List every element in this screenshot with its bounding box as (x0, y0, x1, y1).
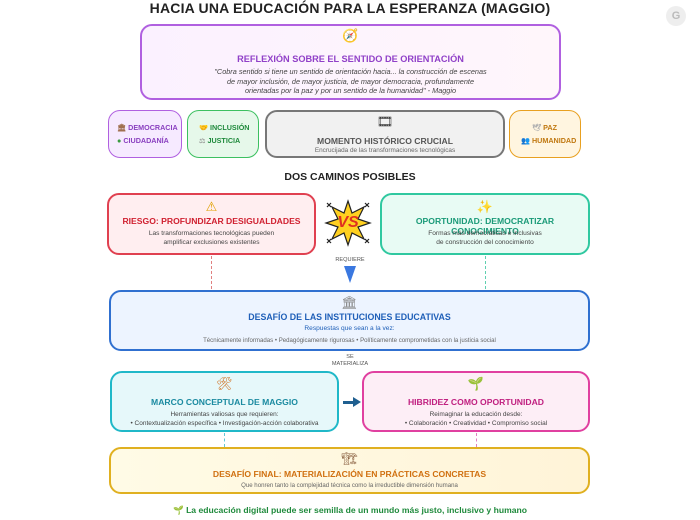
globe-icon: ● (117, 136, 122, 145)
warning-icon: ⚠ (205, 199, 218, 214)
riesgo-box: ⚠ RIESGO: PROFUNDIZAR DESIGUALDADES Las … (107, 193, 316, 255)
desafio-line2: Técnicamente informadas • Pedagógicament… (203, 337, 496, 344)
footer-text: La educación digital puede ser semilla d… (186, 505, 528, 515)
paz-label: PAZ (543, 123, 557, 132)
desafio-line1: Respuestas que sean a la vez: (304, 325, 395, 332)
materializa-label: SE MATERIALIZA (310, 354, 390, 368)
requiere-label: REQUIERE (335, 257, 365, 263)
hibridez-box: 🌱 HIBRIDEZ COMO OPORTUNIDAD Reimaginar l… (362, 371, 590, 432)
democracia-box: 🏛 DEMOCRACIA ● CIUDADANÍA (108, 110, 182, 158)
seedling-hands-icon: 🌱 (467, 376, 485, 391)
momento-subtitle: Encrucijada de las transformaciones tecn… (314, 147, 456, 154)
marco-heading: MARCO CONCEPTUAL DE MAGGIO (151, 397, 298, 407)
materializa-line: MATERIALIZA (331, 361, 369, 367)
marco-line: • Contextualización específica • Investi… (130, 420, 319, 427)
tools-icon: 🛠 (216, 376, 233, 391)
vs-label: VS (337, 214, 359, 231)
down-arrow-icon (344, 266, 356, 283)
bank-icon: 🏛 (117, 123, 127, 132)
marco-box: 🛠 MARCO CONCEPTUAL DE MAGGIO Herramienta… (110, 371, 339, 432)
handshake-icon: 🤝 (199, 123, 208, 132)
marco-text: Herramientas valiosas que requieren: • C… (112, 410, 337, 428)
ciudadania-label: CIUDADANÍA (123, 136, 169, 145)
democracia-tag: 🏛 DEMOCRACIA (117, 121, 178, 134)
final-heading: DESAFÍO FINAL: MATERIALIZACIÓN EN PRÁCTI… (212, 469, 487, 479)
hibridez-line: Reimaginar la educación desde: (429, 411, 523, 418)
oportunidad-line: Formas más democráticas e inclusivas (428, 230, 542, 237)
right-arrow-icon (343, 401, 355, 404)
quote-line: de mayor inclusión, de mayor justicia, d… (227, 76, 474, 86)
institution-icon: 🏛 (341, 295, 358, 310)
materializa-line: SE (346, 354, 354, 360)
quote-line: "Cobra sentido si tiene un sentido de or… (214, 67, 487, 76)
marco-line: Herramientas valiosas que requieren: (170, 411, 279, 418)
compass-icon: 🧭 (342, 28, 359, 43)
logo-icon: G (666, 6, 686, 26)
hibridez-line: • Colaboración • Creatividad • Compromis… (404, 420, 548, 427)
building-icon: 🏗 (341, 451, 358, 466)
connector-line (476, 433, 477, 447)
oportunidad-line: de construcción del conocimiento (436, 239, 534, 246)
connector-line (211, 256, 212, 289)
inclusion-box: 🤝 INCLUSIÓN ⚖ JUSTICIA (187, 110, 259, 158)
vs-burst: VS (324, 199, 372, 247)
riesgo-line: Las transformaciones tecnológicas pueden (148, 230, 275, 237)
caminos-title: DOS CAMINOS POSIBLES (284, 171, 416, 183)
oportunidad-text: Formas más democráticas e inclusivas de … (382, 229, 588, 247)
oportunidad-heading: OPORTUNIDAD: DEMOCRATIZAR CONOCIMIENTO (415, 216, 555, 236)
inclusion-tag: 🤝 INCLUSIÓN (199, 121, 249, 134)
riesgo-line: amplificar exclusiones existentes (163, 239, 260, 246)
democracia-label: DEMOCRACIA (128, 123, 178, 132)
riesgo-text: Las transformaciones tecnológicas pueden… (109, 229, 314, 247)
right-arrowhead-icon (353, 397, 361, 407)
connector-line (224, 433, 225, 447)
ciudadania-tag: ● CIUDADANÍA (117, 134, 169, 147)
film-icon: 🎞 (376, 114, 394, 129)
humanidad-label: HUMANIDAD (531, 136, 577, 145)
sprout-icon: 🌱 (172, 505, 184, 515)
starburst-icon (324, 199, 372, 247)
paz-box: 🕊 PAZ 👥 HUMANIDAD (509, 110, 581, 158)
final-box: 🏗 DESAFÍO FINAL: MATERIALIZACIÓN EN PRÁC… (109, 447, 590, 494)
hibridez-heading: HIBRIDEZ COMO OPORTUNIDAD (407, 397, 545, 407)
connector-line (485, 256, 486, 289)
justicia-label: JUSTICIA (207, 136, 241, 145)
inclusion-label: INCLUSIÓN (209, 123, 250, 132)
page-title: HACIA UNA EDUCACIÓN PARA LA ESPERANZA (M… (149, 0, 551, 16)
quote-line: orientadas por la paz y por un sentido d… (244, 86, 457, 95)
oportunidad-box: ✨ OPORTUNIDAD: DEMOCRATIZAR CONOCIMIENTO… (380, 193, 590, 255)
reflexion-quote: "Cobra sentido si tiene un sentido de or… (142, 67, 559, 96)
final-line1: Que honren tanto la complejidad técnica … (241, 482, 458, 489)
dove-icon: 🕊 (532, 123, 542, 132)
momento-box: 🎞 MOMENTO HISTÓRICO CRUCIAL Encrucijada … (265, 110, 505, 158)
justicia-tag: ⚖ JUSTICIA (199, 134, 240, 147)
sparkle-icon: ✨ (476, 199, 494, 214)
desafio-box: 🏛 DESAFÍO DE LAS INSTITUCIONES EDUCATIVA… (109, 290, 590, 351)
scales-icon: ⚖ (199, 136, 206, 145)
hibridez-text: Reimaginar la educación desde: • Colabor… (364, 410, 588, 428)
people-icon: 👥 (521, 136, 530, 145)
reflexion-heading: REFLEXIÓN SOBRE EL SENTIDO DE ORIENTACIÓ… (237, 54, 464, 64)
riesgo-heading: RIESGO: PROFUNDIZAR DESIGUALDADES (122, 216, 301, 226)
paz-tag: 🕊 PAZ (532, 121, 557, 134)
footer: 🌱 La educación digital puede ser semilla… (0, 505, 700, 516)
desafio-heading: DESAFÍO DE LAS INSTITUCIONES EDUCATIVAS (248, 312, 451, 322)
momento-heading: MOMENTO HISTÓRICO CRUCIAL (317, 136, 453, 146)
humanidad-tag: 👥 HUMANIDAD (521, 134, 576, 147)
reflexion-box: 🧭 REFLEXIÓN SOBRE EL SENTIDO DE ORIENTAC… (140, 24, 561, 100)
